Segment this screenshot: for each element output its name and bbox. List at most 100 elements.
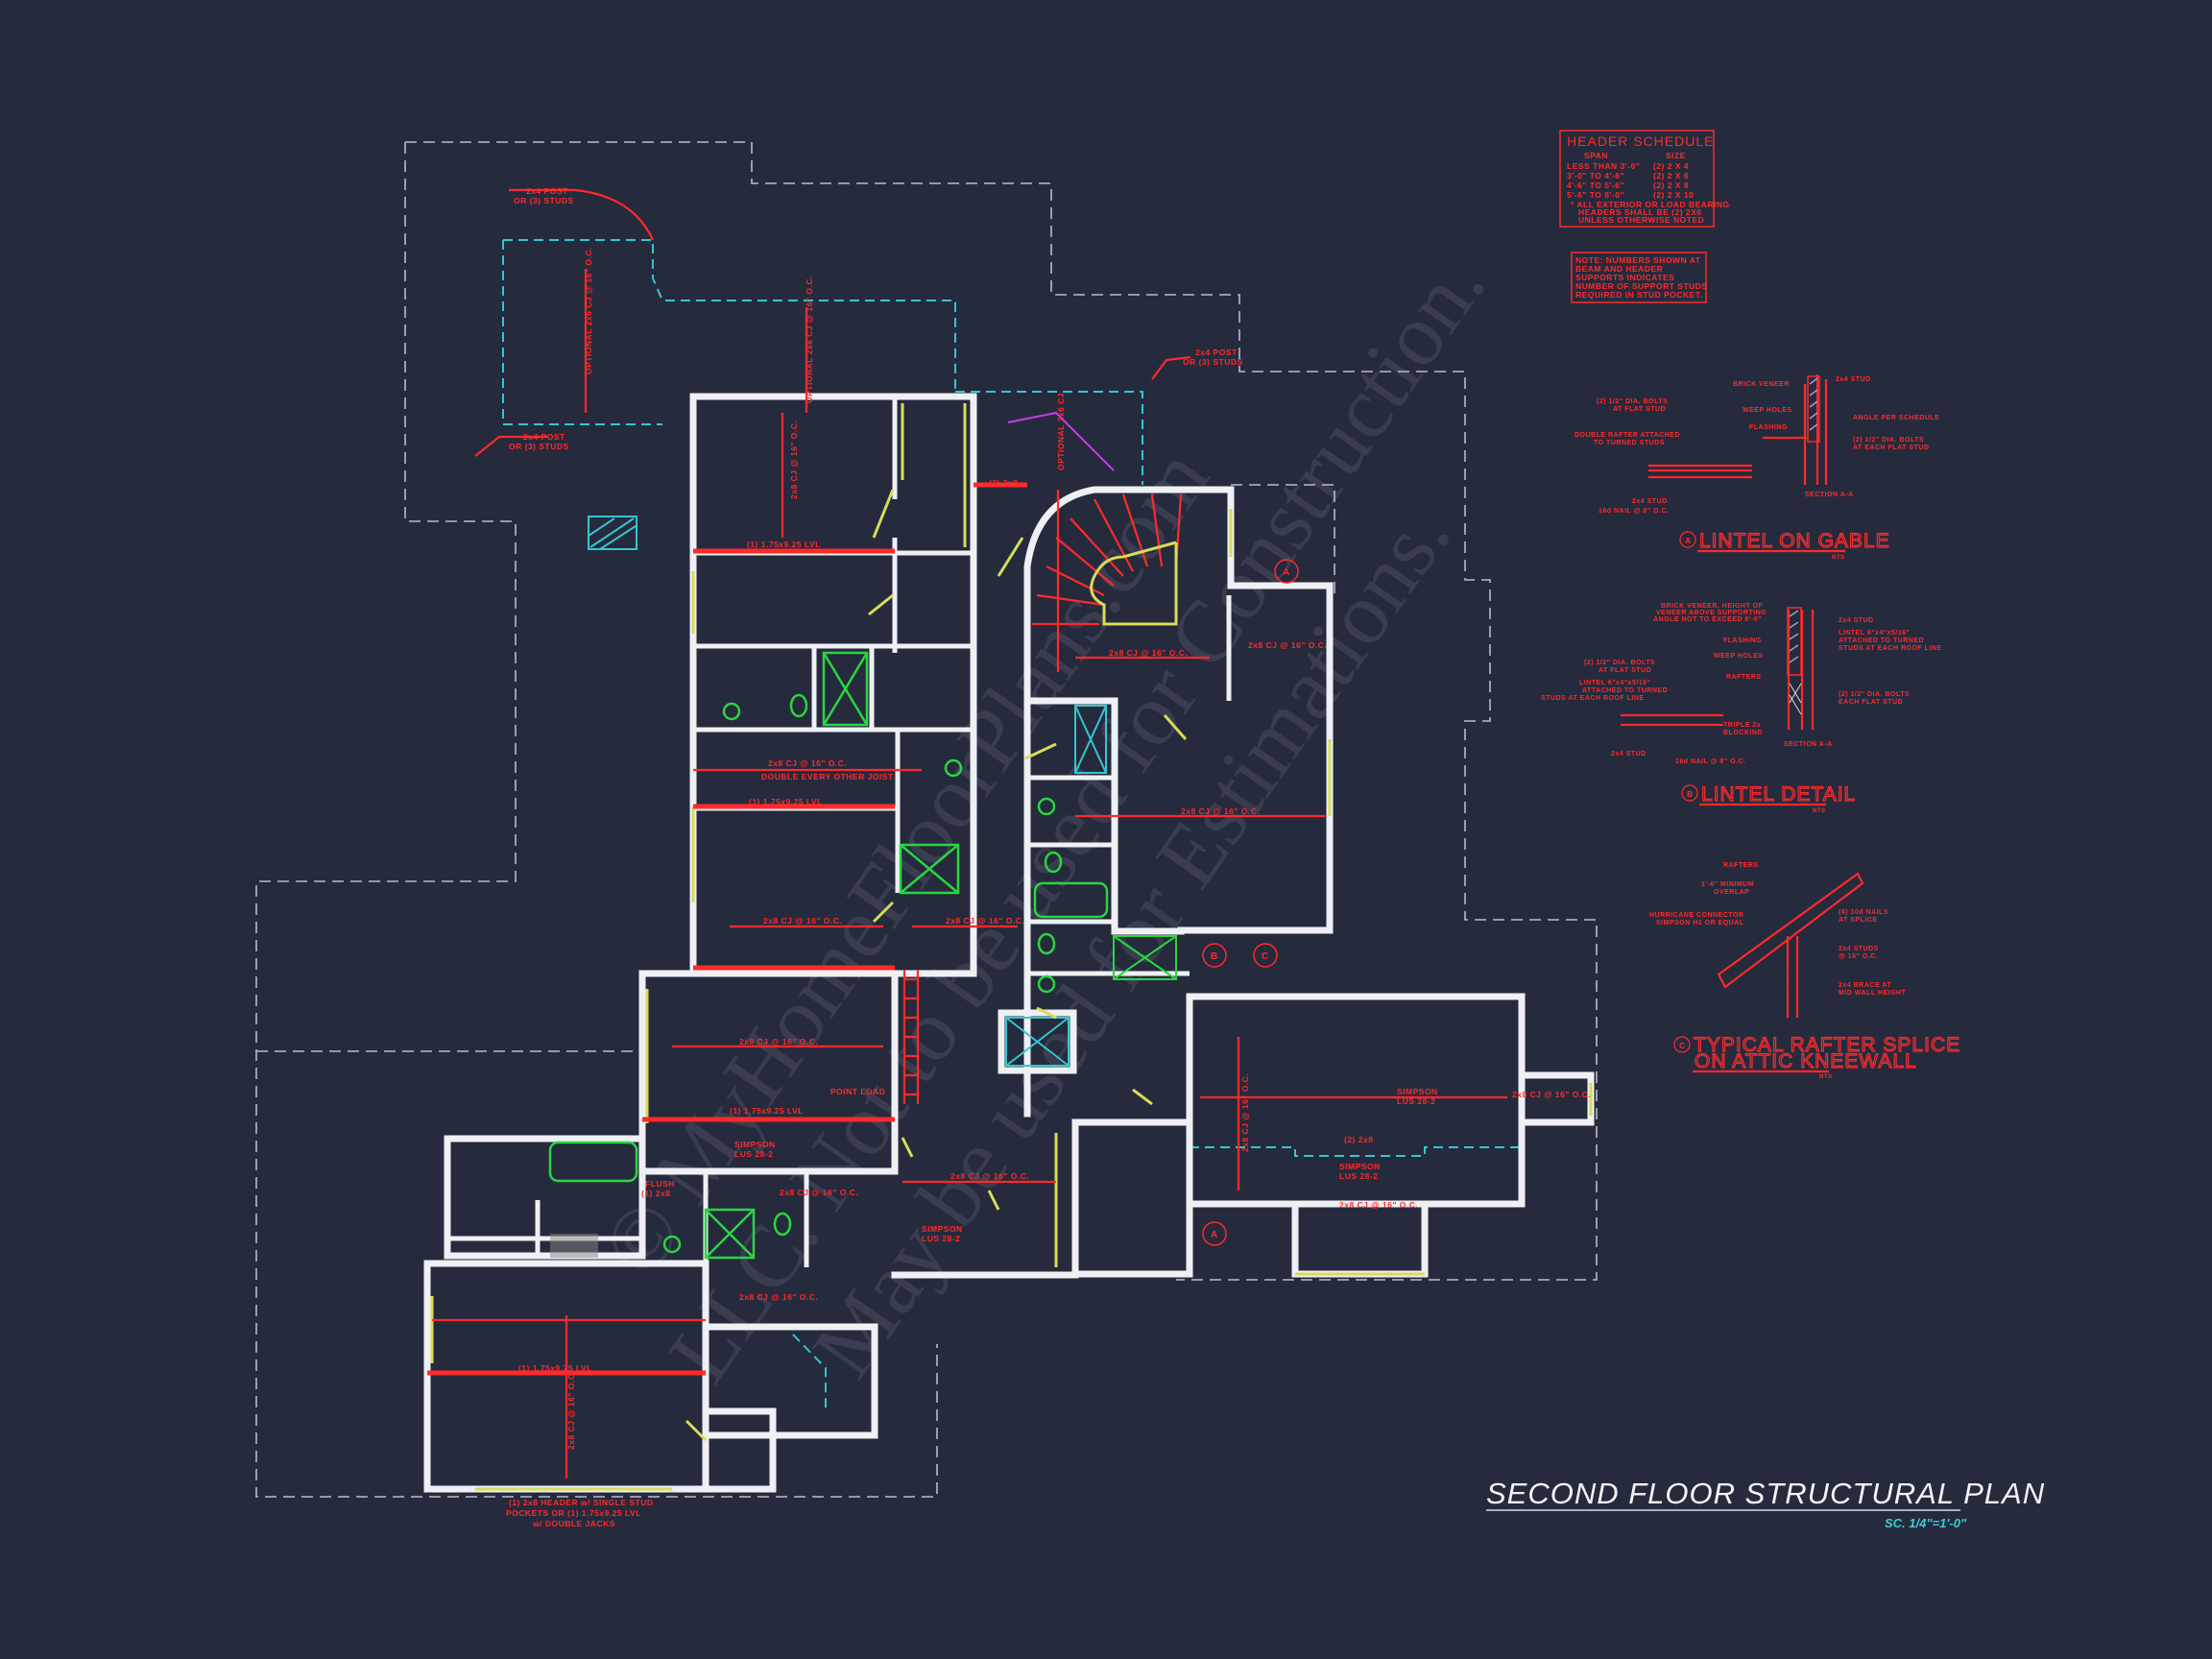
detail-a-label: WEEP HOLES xyxy=(1743,407,1792,414)
detail-c-title: ON ATTIC KNEEWALL xyxy=(1695,1050,1917,1072)
post-label: 2x4 POST xyxy=(526,186,568,196)
section-tags: A B C A xyxy=(1202,559,1299,1246)
detail-b-label: AT FLAT STUD xyxy=(1599,667,1651,674)
detail-a-label: 2x4 STUD xyxy=(1836,376,1871,383)
detail-b-label: ATTACHED TO TURNED xyxy=(1582,687,1668,694)
stud-note-line: NOTE: NUMBERS SHOWN AT xyxy=(1575,255,1701,265)
header-label: (2) 2x8 xyxy=(1344,1135,1373,1144)
tag-b: B xyxy=(1211,951,1217,962)
detail-b-label: STUDS AT EACH ROOF LINE xyxy=(1839,645,1942,652)
ceiling-joist-label: 2x8 CJ @ 16" O.C. xyxy=(566,1371,576,1450)
point-load-label: POINT LOAD xyxy=(830,1087,885,1096)
detail-b-label: 16d NAIL @ 8" O.C. xyxy=(1675,758,1745,765)
simpson-label: LUS 28-2 xyxy=(922,1234,960,1243)
spiral-stair xyxy=(902,493,1183,1104)
detail-b-label: LINTEL 6"x4"x5/16" xyxy=(1579,680,1650,686)
tag-c: C xyxy=(1262,951,1268,962)
ceiling-joist-label: 2x8 CJ @ 16" O.C. xyxy=(739,1292,818,1302)
detail-lintel-on-gable: (2) 1/2" DIA. BOLTS AT FLAT STUD DOUBLE … xyxy=(1575,374,1939,561)
schedule-span: LESS THAN 3'-0" xyxy=(1567,161,1640,171)
schedule-span: 5'-6" TO 8'-0" xyxy=(1567,190,1624,200)
detail-c-label: SIMPSON H1 OR EQUAL xyxy=(1656,920,1744,926)
bottom-note: (1) 2x8 HEADER w/ SINGLE STUD xyxy=(509,1498,654,1507)
detail-rafter-splice: RAFTERS 1'-6" MINIMUM OVERLAP HURRICANE … xyxy=(1649,862,1960,1080)
double-joist-label: DOUBLE EVERY OTHER JOIST xyxy=(761,772,894,781)
detail-b-scale: NTS xyxy=(1813,808,1826,814)
detail-b-label: STUDS AT EACH ROOF LINE xyxy=(1541,695,1645,702)
stud-note-line: REQUIRED IN STUD POCKET. xyxy=(1575,290,1702,300)
detail-lintel: BRICK VENEER, HEIGHT OF VENEER ABOVE SUP… xyxy=(1541,603,1942,814)
plan-labels: 2x4 POST OR (3) STUDS 2x4 POST OR (3) ST… xyxy=(506,186,1591,1528)
detail-a-label: TO TURNED STUDS xyxy=(1594,440,1665,446)
simpson-label: SIMPSON xyxy=(922,1224,963,1234)
doors-and-windows xyxy=(430,403,1593,1491)
simpson-label: SIMPSON xyxy=(1397,1087,1438,1096)
detail-c-tag: C xyxy=(1679,1041,1686,1050)
simpson-label: SIMPSON xyxy=(1339,1162,1381,1171)
beams-and-headers xyxy=(427,188,1507,1479)
detail-c-label: (6) 10d NAILS xyxy=(1839,909,1888,916)
detail-a-label: BRICK VENEER xyxy=(1733,381,1790,388)
detail-b-label: FLASHING xyxy=(1723,637,1762,644)
detail-a-label: (2) 1/2" DIA. BOLTS xyxy=(1597,398,1668,405)
post-label: 2x4 POST xyxy=(523,432,565,442)
detail-b-label: TRIPLE 2x xyxy=(1723,722,1761,729)
detail-a-label: ANGLE PER SCHEDULE xyxy=(1853,415,1939,421)
detail-a-label: AT FLAT STUD xyxy=(1613,406,1666,413)
ceiling-joist-label: 2x8 CJ @ 16" O.C. xyxy=(946,916,1024,926)
detail-c-label: MID WALL HEIGHT xyxy=(1839,990,1907,997)
schedule-span: 4'-6" TO 5'-6" xyxy=(1567,180,1624,190)
detail-b-label: BRICK VENEER, HEIGHT OF xyxy=(1661,603,1764,610)
post-label: OR (3) STUDS xyxy=(509,442,569,451)
detail-b-label: (2) 1/2" DIA. BOLTS xyxy=(1584,660,1655,666)
post-label: OR (3) STUDS xyxy=(1183,357,1243,367)
detail-a-tag: A xyxy=(1685,536,1692,545)
schedule-note: HEADERS SHALL BE (2) 2X6 xyxy=(1578,207,1702,217)
stud-note-line: BEAM AND HEADER xyxy=(1575,264,1663,274)
schedule-size: (2) 2 X 4 xyxy=(1653,161,1689,171)
simpson-label: LUS 28-2 xyxy=(1339,1171,1378,1181)
optional-framing xyxy=(502,239,1523,1411)
detail-a-label: 2x4 STUD xyxy=(1632,498,1668,505)
schedule-size: (2) 2 X 6 xyxy=(1653,171,1689,180)
header-schedule-title: HEADER SCHEDULE xyxy=(1567,133,1714,149)
detail-c-label: @ 16" O.C. xyxy=(1839,953,1878,960)
simpson-label: SIMPSON xyxy=(734,1140,776,1149)
header-schedule: HEADER SCHEDULE SPAN SIZE LESS THAN 3'-0… xyxy=(1559,130,1730,228)
ceiling-joist-label: 2x8 CJ @ 16" O.C. xyxy=(763,916,842,926)
optional-cj-label: OPTIONAL 2x6 CJ xyxy=(1056,393,1066,470)
ceiling-joist-label: 2x8 CJ @ 16" O.C. xyxy=(1248,640,1327,650)
schedule-size: (2) 2 X 10 xyxy=(1653,190,1694,200)
ceiling-joist-label: 2x8 CJ @ 16" O.C. xyxy=(739,1037,818,1046)
roof-outline xyxy=(255,141,1598,1498)
bottom-note: w/ DOUBLE JACKS xyxy=(532,1519,615,1528)
simpson-label: LUS 28-2 xyxy=(1397,1096,1435,1106)
detail-b-label: EACH FLAT STUD xyxy=(1839,699,1903,706)
detail-b-label: SECTION A-A xyxy=(1784,741,1833,748)
schedule-note: * ALL EXTERIOR OR LOAD BEARING xyxy=(1571,200,1730,209)
detail-b-label: ATTACHED TO TURNED xyxy=(1839,637,1924,644)
schedule-size: (2) 2 X 8 xyxy=(1653,180,1689,190)
detail-b-title: LINTEL DETAIL xyxy=(1701,783,1856,805)
detail-a-label: FLASHING xyxy=(1749,424,1788,431)
ceiling-joist-label: 2x8 CJ @ 16" O.C. xyxy=(1339,1200,1418,1210)
detail-a-title: LINTEL ON GABLE xyxy=(1699,530,1890,552)
detail-c-label: 1'-6" MINIMUM xyxy=(1701,881,1754,888)
post-label: 2x4 POST xyxy=(1195,348,1238,357)
detail-b-label: BLOCKING xyxy=(1723,730,1763,736)
detail-c-label: OVERLAP xyxy=(1714,889,1749,896)
detail-a-scale: NTS xyxy=(1832,555,1845,561)
ceiling-joist-label: 2x8 CJ @ 16" O.C. xyxy=(768,758,847,768)
detail-b-label: RAFTERS xyxy=(1726,674,1762,681)
lvl-label: (1) 1.75x9.25 LVL xyxy=(749,797,823,806)
detail-c-label: AT SPLICE xyxy=(1839,917,1878,924)
detail-a-label: 16d NAIL @ 8" O.C. xyxy=(1599,508,1669,515)
ceiling-joist-label: 2x8 CJ @ 16" O.C. xyxy=(950,1171,1029,1181)
detail-b-tag: B xyxy=(1687,789,1694,799)
simpson-label: LUS 28-2 xyxy=(734,1149,773,1159)
stud-note-line: SUPPORTS INDICATES xyxy=(1575,273,1674,282)
ceiling-joist-label: 2x8 CJ @ 16" O.C. xyxy=(780,1188,858,1197)
fixtures xyxy=(548,651,1177,1260)
detail-c-label: RAFTERS xyxy=(1723,862,1759,869)
